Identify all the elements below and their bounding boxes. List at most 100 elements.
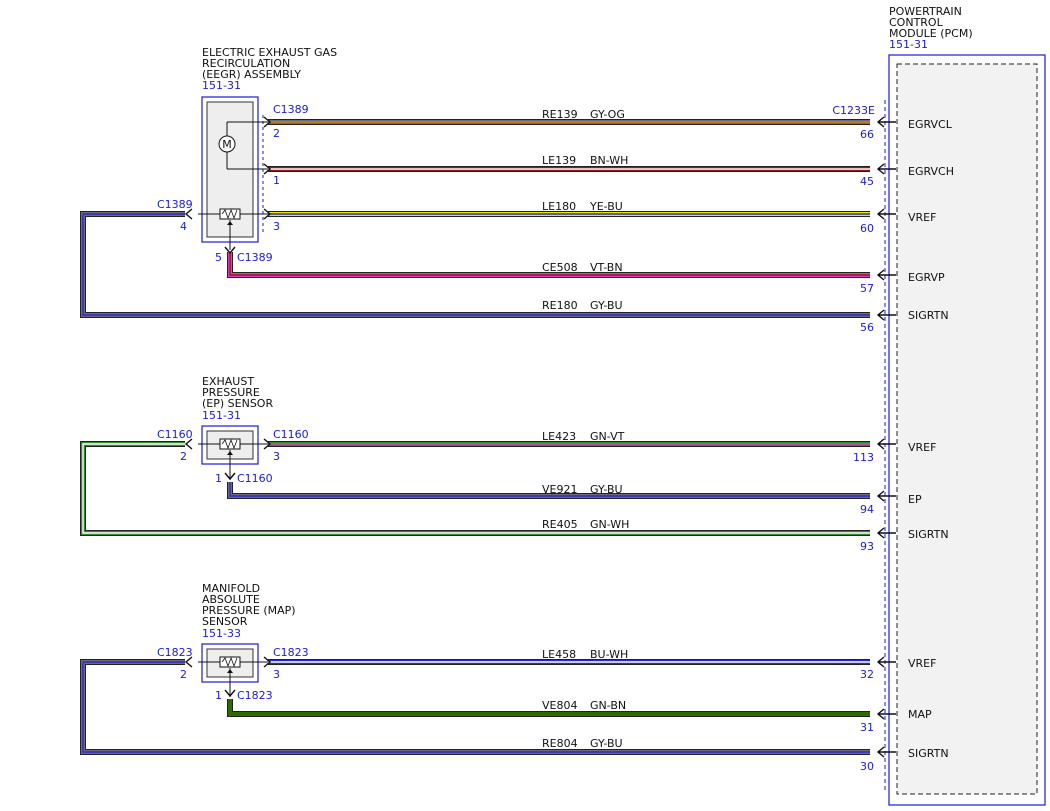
pcm-pin-signal: VREF bbox=[908, 657, 936, 670]
motor-symbol: M bbox=[222, 138, 232, 151]
pcm-pin-number: 31 bbox=[860, 721, 874, 734]
pcm-terminal-arrow bbox=[876, 708, 896, 720]
map-sensor: MANIFOLD ABSOLUTE PRESSURE (MAP) SENSOR … bbox=[198, 582, 296, 697]
wire-color-label: BN-WH bbox=[590, 154, 628, 167]
wire-base-color bbox=[81, 660, 870, 754]
component-terminal-arrow bbox=[184, 208, 193, 220]
pcm-terminal-arrow bbox=[876, 116, 896, 128]
wire-stripe-color bbox=[229, 699, 870, 715]
wire-color-label: VT-BN bbox=[590, 261, 623, 274]
wire-circuit-label: LE423 bbox=[542, 430, 576, 443]
pcm-pin-signal: EP bbox=[908, 493, 922, 506]
connector-label: C1823 bbox=[237, 689, 273, 702]
ep-resistor-zigzag bbox=[221, 438, 238, 450]
eegr-ref: 151-31 bbox=[202, 79, 241, 92]
ep-title-line-1: EXHAUST bbox=[202, 375, 254, 388]
pcm-module: POWERTRAIN CONTROL MODULE (PCM) 151-31 C… bbox=[832, 5, 1046, 806]
wire-color-label: GN-VT bbox=[590, 430, 625, 443]
ep-ref: 151-31 bbox=[202, 409, 241, 422]
connector-label: C1389 bbox=[237, 251, 273, 264]
pcm-pin-signal: VREF bbox=[908, 211, 936, 224]
wire-color-label: BU-WH bbox=[590, 648, 628, 661]
pcm-terminal-arrow bbox=[876, 269, 896, 281]
wire-stripe-color bbox=[229, 252, 870, 276]
wire-color-label: GY-BU bbox=[590, 483, 623, 496]
wire-ve921 bbox=[227, 482, 870, 499]
eegr-assembly: ELECTRIC EXHAUST GAS RECIRCULATION (EEGR… bbox=[198, 46, 337, 250]
wire-circuit-label: CE508 bbox=[542, 261, 578, 274]
pcm-pin-number: 56 bbox=[860, 321, 874, 334]
eegr-title-line-1: ELECTRIC EXHAUST GAS bbox=[202, 46, 337, 59]
pcm-terminal-arrow bbox=[876, 746, 896, 758]
pcm-terminal-arrow bbox=[876, 527, 896, 539]
wire-circuit-label: LE180 bbox=[542, 200, 576, 213]
wire-circuit-label: RE139 bbox=[542, 108, 578, 121]
pcm-pin-number: 32 bbox=[860, 668, 874, 681]
pcm-pin-number: 57 bbox=[860, 282, 874, 295]
pcm-terminal-arrow bbox=[876, 163, 896, 175]
pin-number: 1 bbox=[273, 174, 280, 187]
wire-stripe-color bbox=[82, 443, 870, 534]
component-terminal-arrow bbox=[184, 656, 193, 668]
wire-color-label: GN-WH bbox=[590, 518, 629, 531]
connector-label: C1389 bbox=[157, 198, 193, 211]
pcm-pin-number: 94 bbox=[860, 503, 874, 516]
pcm-terminal-arrow bbox=[876, 438, 896, 450]
map-ref: 151-33 bbox=[202, 627, 241, 640]
wire-stripe-color bbox=[82, 661, 870, 753]
pcm-pin-signal: EGRVP bbox=[908, 271, 945, 284]
component-terminal-arrow bbox=[184, 438, 193, 450]
wire-circuit-label: VE921 bbox=[542, 483, 577, 496]
pcm-pin-number: 113 bbox=[853, 451, 874, 464]
connector-label: C1823 bbox=[273, 646, 309, 659]
pcm-pin-number: 93 bbox=[860, 540, 874, 553]
wiper-arrow-icon bbox=[227, 451, 233, 455]
wire-re804 bbox=[80, 659, 870, 755]
component-terminal-arrow bbox=[263, 656, 272, 668]
wiper-arrow-icon bbox=[227, 221, 233, 225]
pcm-pins: 66 EGRVCL 45 EGRVCH 60 VREF 57 EGRVP 56 … bbox=[853, 118, 954, 773]
component-terminal-arrow bbox=[263, 208, 272, 220]
pcm-pin-signal: SIGRTN bbox=[908, 309, 949, 322]
map-title-line-4: SENSOR bbox=[202, 615, 248, 628]
terminal-arrows bbox=[184, 116, 896, 758]
pcm-pin-signal: VREF bbox=[908, 441, 936, 454]
wire-labels: RE139 GY-OG LE139 BN-WH LE180 YE-BU CE50… bbox=[542, 108, 629, 750]
pin-number: 5 bbox=[215, 251, 222, 264]
component-terminal-arrow bbox=[224, 689, 236, 698]
wire-color-label: GN-BN bbox=[590, 699, 626, 712]
map-title-line-2: ABSOLUTE bbox=[202, 593, 260, 606]
connector-label: C1389 bbox=[273, 103, 309, 116]
wire-circuit-label: LE139 bbox=[542, 154, 576, 167]
pin-number: 2 bbox=[180, 668, 187, 681]
eegr-title-line-2: RECIRCULATION bbox=[202, 57, 290, 70]
pin-number: 1 bbox=[215, 472, 222, 485]
component-terminal-arrow bbox=[224, 246, 236, 255]
pcm-pin-signal: EGRVCL bbox=[908, 118, 953, 131]
pin-number: 3 bbox=[273, 450, 280, 463]
wire-color-label: YE-BU bbox=[589, 200, 623, 213]
wire-ve804 bbox=[227, 699, 870, 717]
wire-ce508 bbox=[227, 252, 870, 278]
connector-label: C1160 bbox=[157, 428, 193, 441]
map-resistor-zigzag bbox=[221, 656, 238, 668]
wire-outline bbox=[80, 211, 870, 318]
pcm-pin-number: 45 bbox=[860, 175, 874, 188]
pcm-ref: 151-31 bbox=[889, 38, 928, 51]
component-terminal-arrow bbox=[224, 472, 236, 481]
connector-label: C1160 bbox=[237, 472, 273, 485]
wire-color-label: GY-BU bbox=[590, 737, 623, 750]
pin-number: 1 bbox=[215, 689, 222, 702]
wire-stripe-color bbox=[229, 482, 870, 497]
map-title-line-3: PRESSURE (MAP) bbox=[202, 604, 296, 617]
pcm-terminal-arrow bbox=[876, 309, 896, 321]
pcm-body bbox=[896, 63, 1038, 795]
wire-circuit-label: RE405 bbox=[542, 518, 578, 531]
pcm-title-line-2: CONTROL bbox=[889, 16, 944, 29]
ep-sensor: EXHAUST PRESSURE (EP) SENSOR 151-31 bbox=[198, 375, 273, 480]
wire-outline bbox=[80, 659, 870, 755]
wire-circuit-label: LE458 bbox=[542, 648, 576, 661]
pcm-terminal-arrow bbox=[876, 490, 896, 502]
map-title-line-1: MANIFOLD bbox=[202, 582, 260, 595]
